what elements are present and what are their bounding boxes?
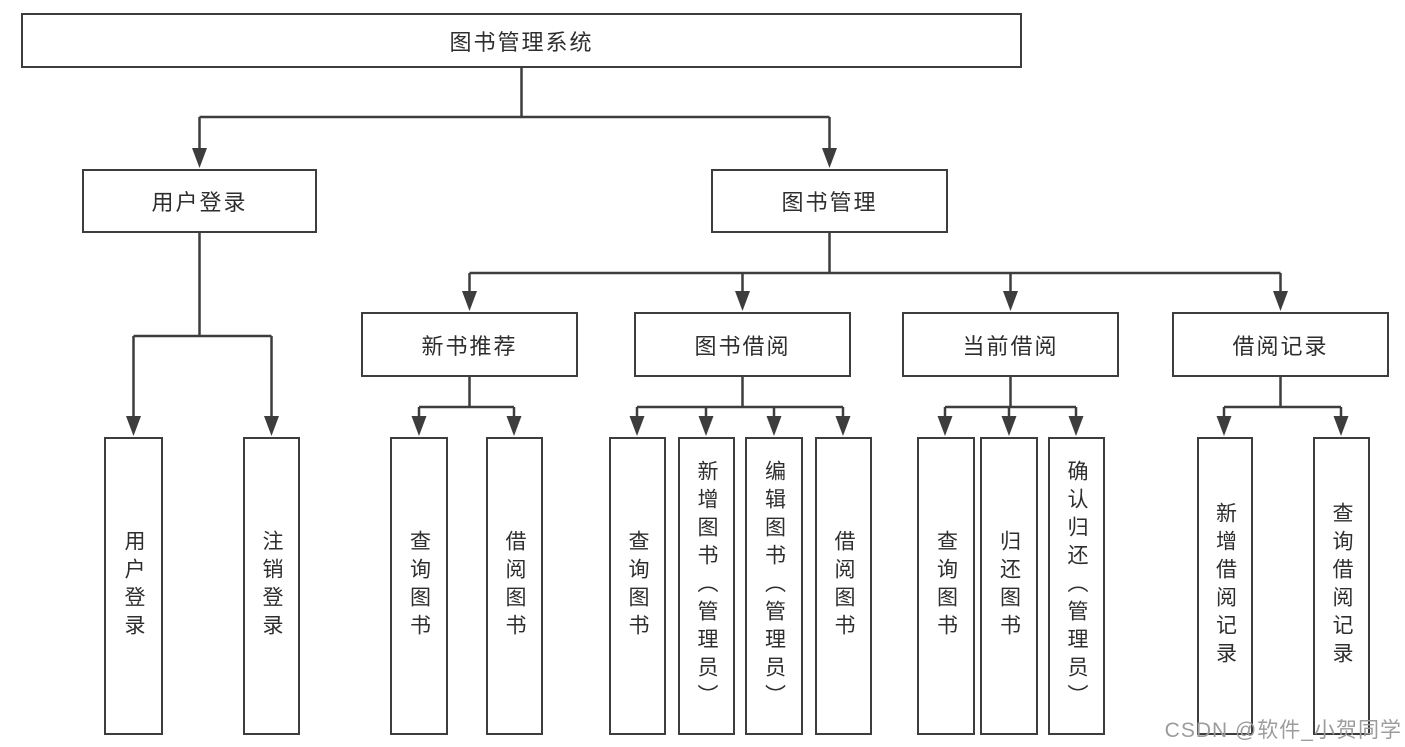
node-label: 查询图书 [934, 530, 958, 642]
node-book-management: 图书管理 [711, 169, 948, 233]
leaf-add-books-admin: 新增图书（管理员） [678, 437, 735, 735]
leaf-borrow-books-borrowing: 借阅图书 [815, 437, 872, 735]
node-label: 借阅记录 [1232, 333, 1329, 359]
node-label: 查询图书 [626, 530, 649, 642]
node-label: 新增借阅记录 [1213, 502, 1237, 670]
leaf-borrow-books-recommend: 借阅图书 [486, 437, 543, 735]
node-label: 借阅图书 [832, 530, 855, 642]
leaf-query-books-borrowing: 查询图书 [609, 437, 666, 735]
node-borrowing-records: 借阅记录 [1172, 312, 1389, 377]
node-book-borrowing: 图书借阅 [634, 312, 851, 377]
root-node-book-management-system: 图书管理系统 [21, 13, 1022, 68]
node-label: 图书借阅 [694, 333, 791, 359]
node-label: 用户登录 [122, 530, 145, 642]
node-label: 注销登录 [260, 530, 283, 642]
node-new-book-recommendation: 新书推荐 [361, 312, 578, 377]
node-current-borrowing: 当前借阅 [902, 312, 1119, 377]
leaf-query-books-current: 查询图书 [917, 437, 975, 735]
leaf-confirm-return-admin: 确认归还（管理员） [1048, 437, 1105, 735]
connector-paths [132, 67, 1343, 432]
node-label: 借阅图书 [503, 530, 526, 642]
node-label: 图书管理 [781, 190, 878, 215]
leaf-user-login: 用户登录 [104, 437, 163, 735]
node-label: 编辑图书（管理员） [762, 460, 786, 712]
node-user-login: 用户登录 [82, 169, 317, 233]
leaf-return-books: 归还图书 [980, 437, 1038, 735]
node-label: 确认归还（管理员） [1065, 460, 1088, 712]
node-label: 新书推荐 [421, 333, 518, 359]
leaf-query-books-recommend: 查询图书 [390, 437, 448, 735]
node-label: 用户登录 [151, 190, 248, 215]
leaf-edit-books-admin: 编辑图书（管理员） [745, 437, 803, 735]
node-label: 查询图书 [407, 530, 431, 642]
leaf-add-borrow-record: 新增借阅记录 [1197, 437, 1253, 735]
leaf-logout: 注销登录 [243, 437, 300, 735]
node-label: 新增图书（管理员） [695, 460, 718, 712]
watermark-text: CSDN @软件_小贺同学 [1164, 719, 1402, 742]
arrowheads [126, 148, 1349, 436]
node-label: 查询借阅记录 [1330, 502, 1353, 670]
node-label: 归还图书 [997, 530, 1021, 642]
node-label: 当前借阅 [962, 333, 1059, 359]
leaf-query-borrow-record: 查询借阅记录 [1313, 437, 1370, 735]
node-label: 图书管理系统 [449, 29, 594, 55]
